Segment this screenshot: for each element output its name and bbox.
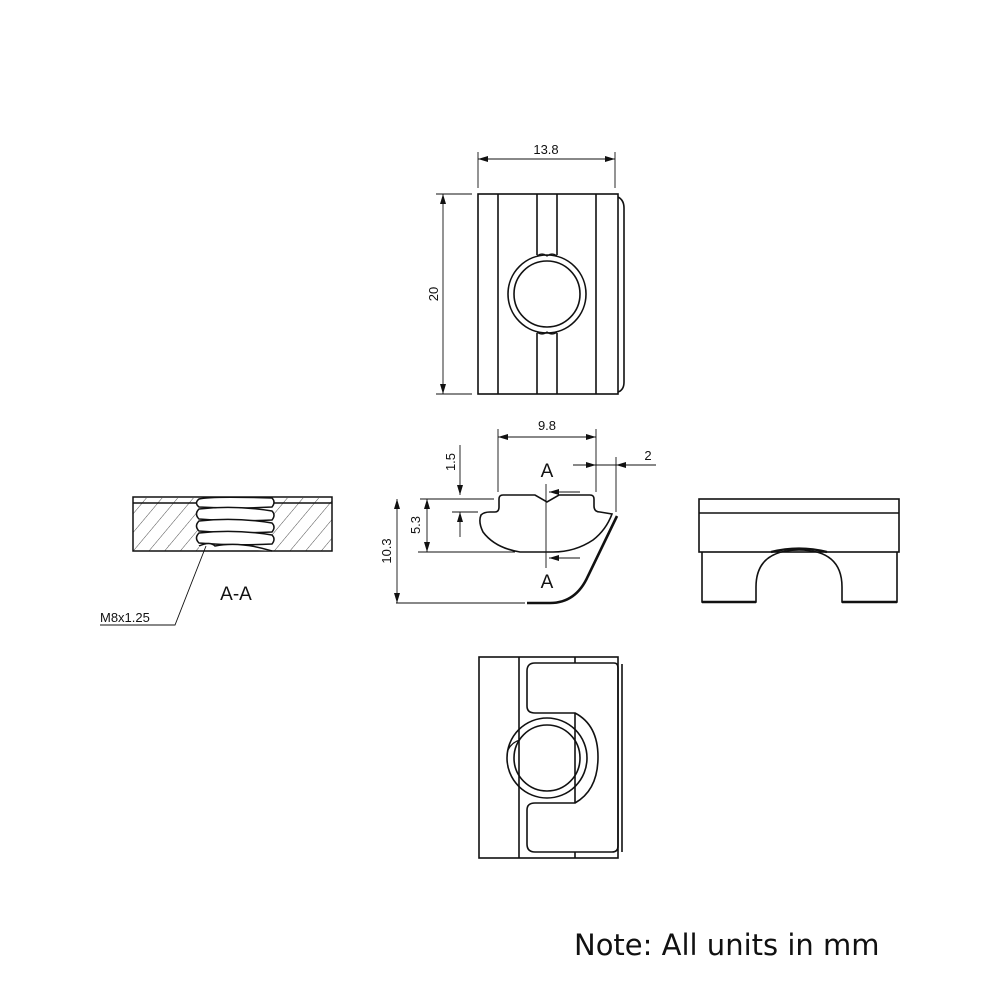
dim-20-label: 20: [426, 287, 441, 301]
section-label: A-A: [220, 584, 252, 605]
top-view: [477, 193, 625, 395]
dim-9-8-label: 9.8: [538, 418, 556, 433]
bottom-view: [478, 656, 623, 859]
side-view: [698, 498, 900, 604]
front-view-dimensions: [394, 429, 656, 604]
dim-10-3-label: 10.3: [379, 538, 394, 563]
dimension-top-width: [477, 152, 616, 188]
dim-13-8-label: 13.8: [533, 142, 558, 157]
front-view: [479, 494, 619, 605]
units-note: Note: All units in mm: [574, 928, 880, 962]
section-marker-upper: A: [541, 461, 554, 482]
section-marker-lower: A: [541, 572, 554, 593]
dimension-top-height: [436, 193, 472, 395]
section-view: [100, 496, 333, 626]
thread-callout-label: M8x1.25: [100, 610, 150, 625]
dim-5-3-label: 5.3: [408, 516, 423, 534]
dim-2-label: 2: [644, 448, 651, 463]
dim-1-5-label: 1.5: [443, 453, 458, 471]
